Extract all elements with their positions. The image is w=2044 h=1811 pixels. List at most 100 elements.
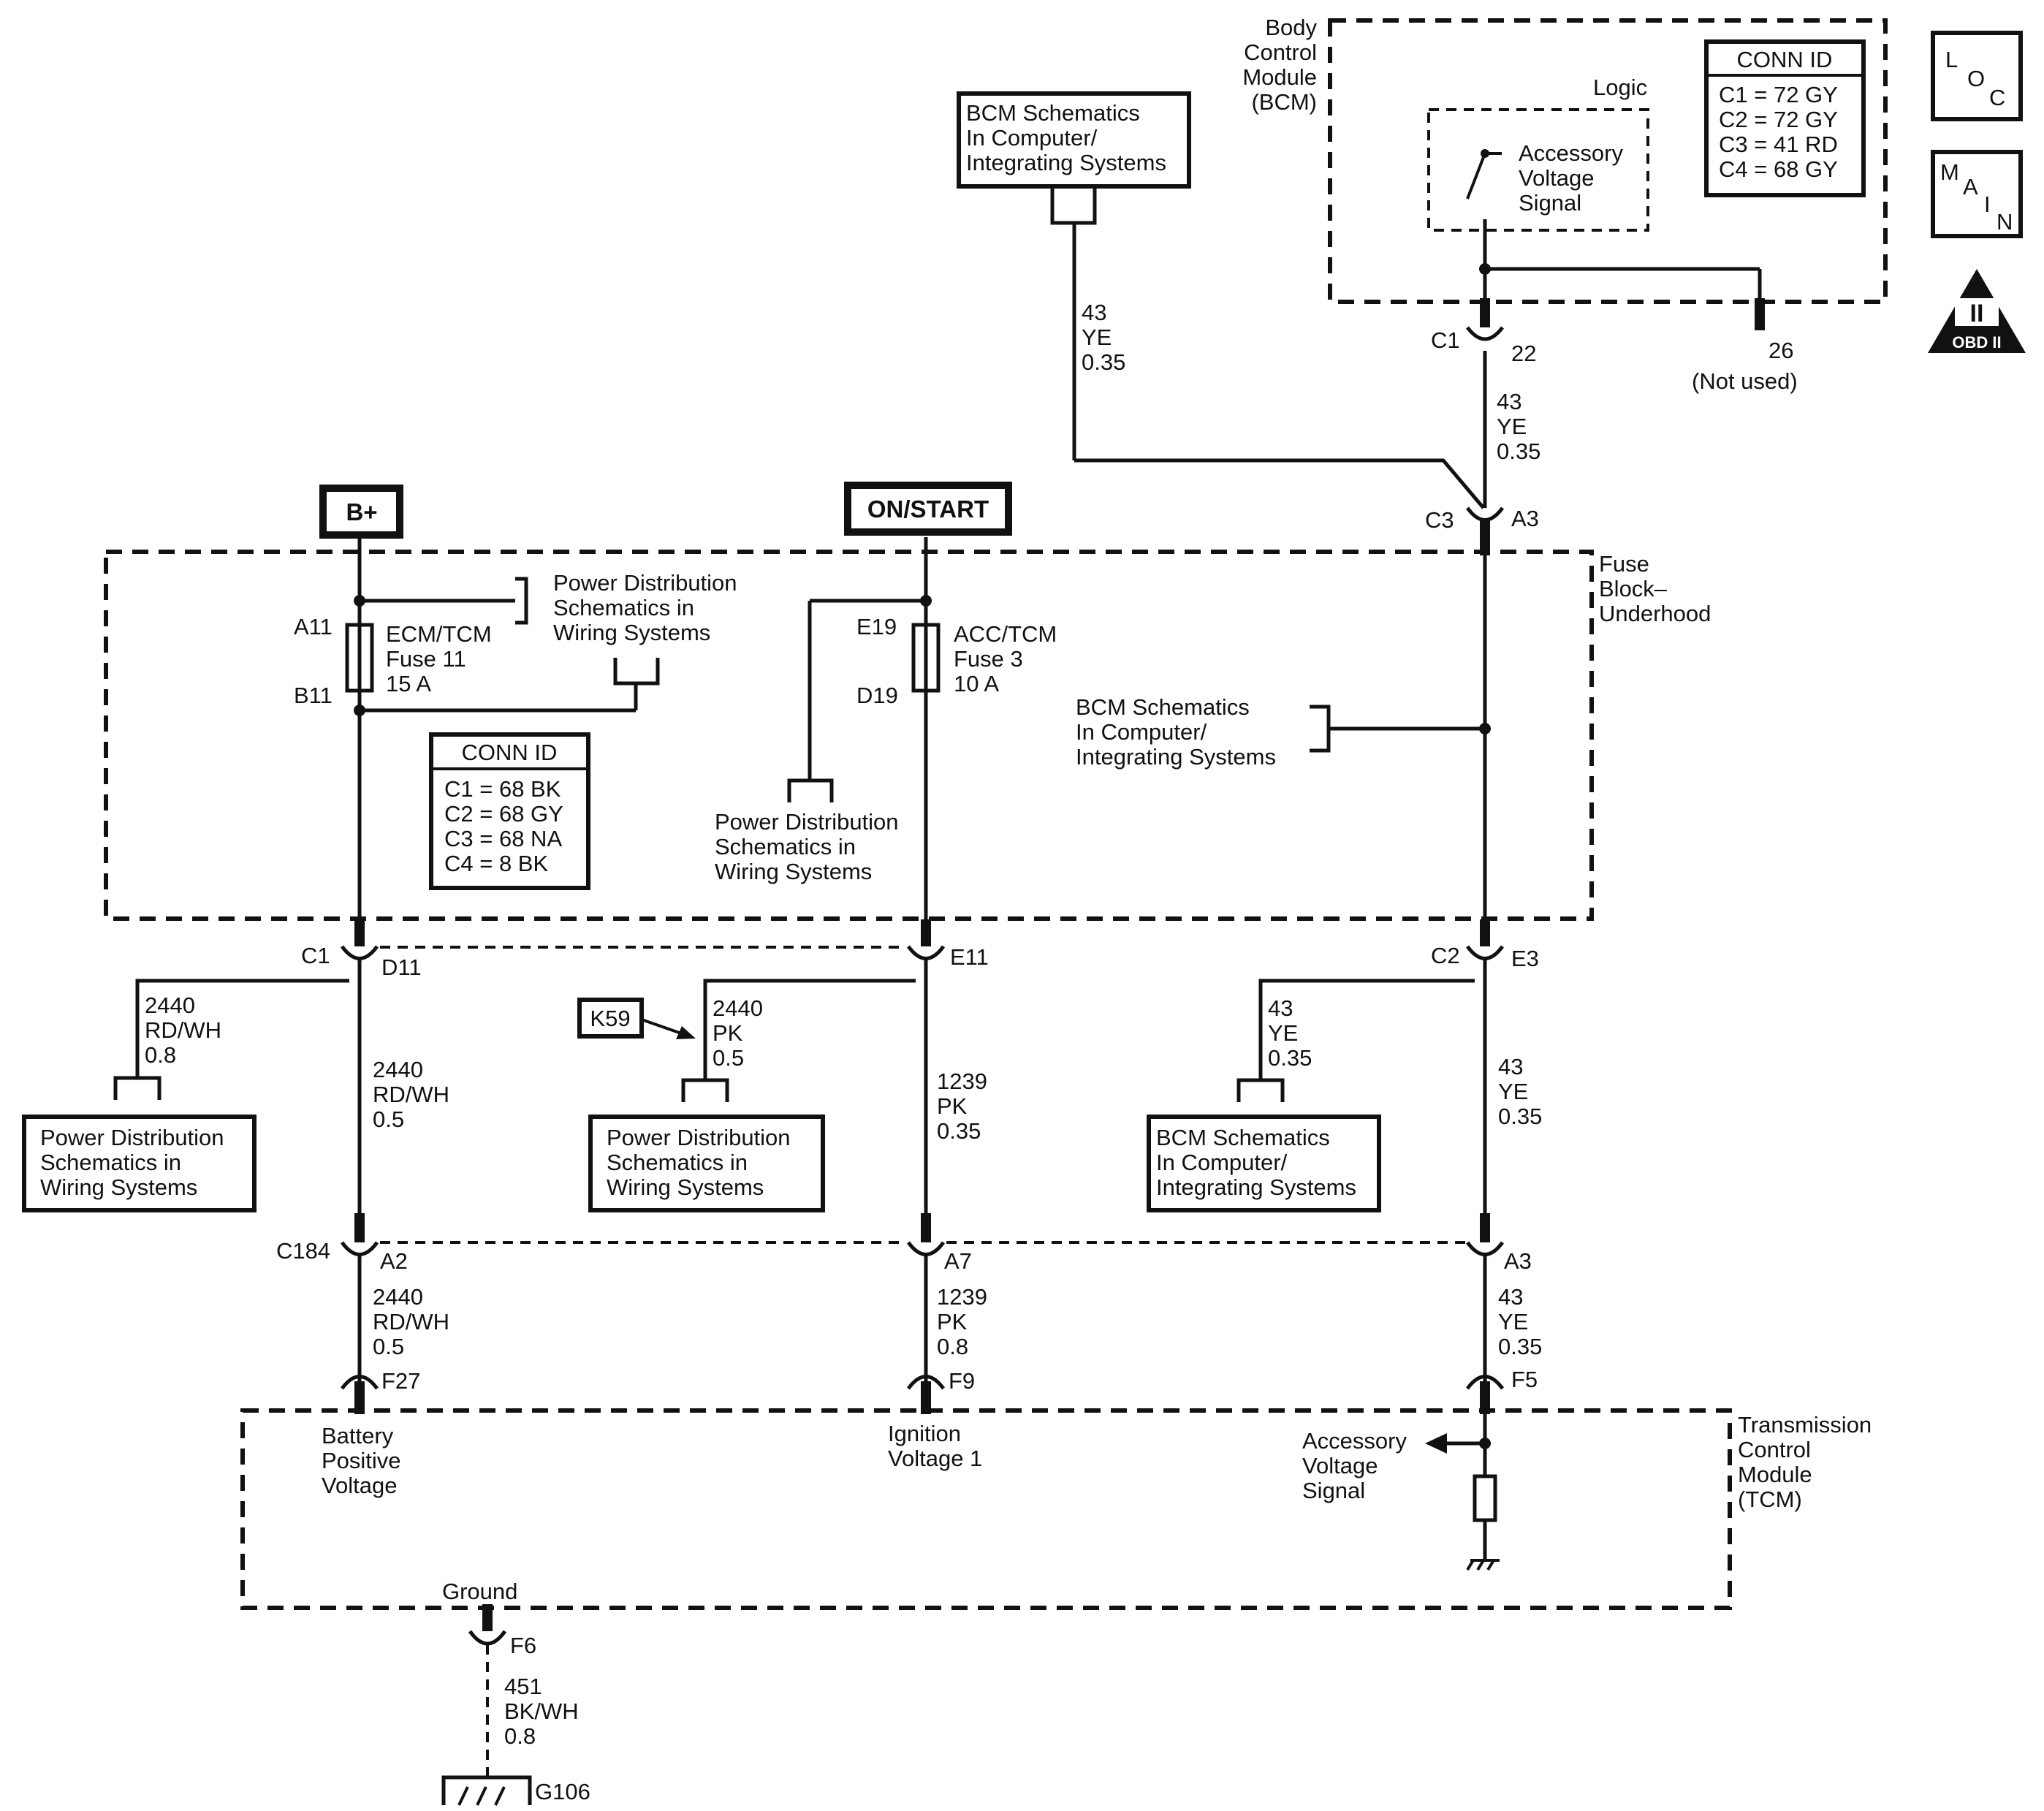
svg-text:2440: 2440	[145, 992, 195, 1018]
svg-text:RD/WH: RD/WH	[145, 1017, 221, 1043]
svg-text:0.8: 0.8	[145, 1042, 176, 1068]
svg-text:43: 43	[1082, 300, 1106, 325]
svg-text:Body: Body	[1265, 15, 1317, 40]
obd-ii-icon: II OBD II	[1928, 269, 2026, 353]
svg-text:OBD II: OBD II	[1952, 333, 2001, 352]
svg-text:PK: PK	[713, 1020, 743, 1046]
svg-text:Fuse 3: Fuse 3	[954, 646, 1023, 672]
svg-text:E3: E3	[1511, 946, 1539, 971]
svg-text:Module: Module	[1738, 1462, 1812, 1487]
svg-text:In Computer/: In Computer/	[1156, 1150, 1288, 1175]
svg-text:Wiring Systems: Wiring Systems	[553, 620, 710, 645]
bcm-c1-label: C1	[1431, 327, 1460, 353]
svg-text:II: II	[1970, 300, 1984, 327]
svg-text:0.35: 0.35	[1498, 1334, 1542, 1359]
bcm-signal-2: Voltage	[1519, 165, 1594, 191]
svg-text:Underhood: Underhood	[1599, 601, 1711, 626]
svg-text:0.5: 0.5	[713, 1045, 744, 1071]
svg-text:2440: 2440	[373, 1284, 423, 1310]
fuse-block-underhood: Fuse Block– Underhood Power Distribution…	[104, 537, 1711, 921]
svg-text:BCM Schematics: BCM Schematics	[1156, 1125, 1330, 1150]
svg-text:0.35: 0.35	[1497, 438, 1540, 464]
svg-text:F9: F9	[949, 1368, 975, 1394]
svg-text:F5: F5	[1511, 1367, 1538, 1392]
svg-text:Wiring Systems: Wiring Systems	[607, 1174, 764, 1200]
svg-text:ACC/TCM: ACC/TCM	[954, 621, 1057, 647]
svg-text:0.5: 0.5	[373, 1106, 404, 1132]
svg-text:(BCM): (BCM)	[1251, 89, 1317, 115]
bcm-not-used: (Not used)	[1692, 368, 1798, 394]
svg-text:B+: B+	[346, 498, 377, 525]
bcm-pin-26: 26	[1768, 338, 1793, 363]
svg-text:Voltage: Voltage	[1302, 1453, 1378, 1478]
svg-text:A7: A7	[944, 1248, 972, 1274]
bcm-conn-c1: C1 = 72 GY	[1719, 82, 1838, 107]
k59-ref: K59	[577, 998, 696, 1039]
fuse-11	[345, 623, 374, 693]
svg-text:Power Distribution: Power Distribution	[40, 1125, 224, 1150]
svg-text:RD/WH: RD/WH	[373, 1309, 449, 1334]
svg-text:F6: F6	[510, 1633, 536, 1658]
svg-text:0.35: 0.35	[1268, 1045, 1312, 1071]
svg-text:Fuse 11: Fuse 11	[386, 646, 466, 672]
svg-text:In Computer/: In Computer/	[966, 125, 1098, 151]
svg-text:ECM/TCM: ECM/TCM	[386, 621, 492, 647]
svg-text:D11: D11	[381, 954, 422, 980]
svg-text:Positive: Positive	[322, 1448, 401, 1473]
svg-text:0.8: 0.8	[504, 1723, 536, 1749]
bcm-title-2: Control	[1244, 39, 1317, 65]
svg-text:Signal: Signal	[1302, 1478, 1365, 1503]
bcm-module: Body Control Module (BCM) Logic Accessor…	[1242, 15, 1888, 394]
svg-text:Control: Control	[1738, 1437, 1811, 1462]
svg-text:BCM Schematics: BCM Schematics	[966, 100, 1140, 126]
svg-text:Integrating Systems: Integrating Systems	[1076, 744, 1276, 770]
svg-text:Power Distribution: Power Distribution	[715, 809, 899, 835]
svg-text:K59: K59	[590, 1006, 630, 1031]
svg-text:10 A: 10 A	[954, 671, 999, 696]
svg-text:A3: A3	[1511, 506, 1539, 531]
svg-text:15 A: 15 A	[386, 671, 431, 696]
bcm-conn-c2: C2 = 72 GY	[1719, 107, 1838, 132]
svg-text:D19: D19	[856, 683, 898, 708]
svg-text:BK/WH: BK/WH	[504, 1698, 579, 1724]
svg-text:RD/WH: RD/WH	[373, 1082, 449, 1107]
ref-power-distribution-middle: Power Distribution Schematics in Wiring …	[588, 1115, 825, 1212]
svg-text:Integrating Systems: Integrating Systems	[966, 150, 1166, 175]
svg-text:1239: 1239	[937, 1068, 987, 1094]
svg-text:E19: E19	[856, 614, 897, 639]
svg-text:43: 43	[1497, 389, 1521, 414]
svg-text:O: O	[1967, 66, 1985, 91]
svg-text:In Computer/: In Computer/	[1076, 719, 1207, 745]
bcm-title-1: Body	[1265, 15, 1317, 40]
on-start-source: ON/START	[844, 482, 1012, 536]
bcm-title-3: Module	[1242, 64, 1317, 90]
loc-badge: L O C	[1931, 31, 2023, 121]
svg-text:Schematics in: Schematics in	[40, 1150, 181, 1175]
svg-text:Integrating Systems: Integrating Systems	[1156, 1174, 1356, 1200]
svg-text:PK: PK	[937, 1309, 968, 1334]
svg-text:BCM Schematics: BCM Schematics	[1076, 694, 1250, 720]
svg-text:A3: A3	[1504, 1248, 1532, 1274]
svg-text:F27: F27	[381, 1368, 420, 1394]
svg-text:0.35: 0.35	[937, 1118, 981, 1144]
bcm-conn-id-title: CONN ID	[1737, 47, 1833, 72]
svg-text:YE: YE	[1082, 324, 1112, 350]
fuse-block-conn-id-box: CONN ID C1 = 68 BK C2 = 68 GY C3 = 68 NA…	[429, 732, 590, 890]
svg-text:CONN ID: CONN ID	[462, 740, 558, 765]
bcm-signal-3: Signal	[1519, 190, 1581, 216]
svg-text:YE: YE	[1498, 1079, 1528, 1104]
svg-text:Block–: Block–	[1599, 576, 1668, 601]
svg-text:A: A	[1963, 174, 1978, 200]
svg-text:Accessory: Accessory	[1302, 1428, 1407, 1454]
svg-text:(TCM): (TCM)	[1738, 1487, 1802, 1512]
svg-text:ON/START: ON/START	[867, 496, 989, 523]
b-plus-source: B+	[319, 485, 403, 539]
svg-text:PK: PK	[937, 1093, 968, 1119]
svg-text:Voltage 1: Voltage 1	[888, 1446, 982, 1471]
bcm-signal-1: Accessory	[1519, 140, 1623, 166]
svg-text:C2: C2	[1431, 943, 1460, 968]
svg-text:YE: YE	[1268, 1020, 1298, 1046]
svg-text:Voltage: Voltage	[322, 1473, 397, 1498]
svg-text:0.8: 0.8	[937, 1334, 968, 1359]
